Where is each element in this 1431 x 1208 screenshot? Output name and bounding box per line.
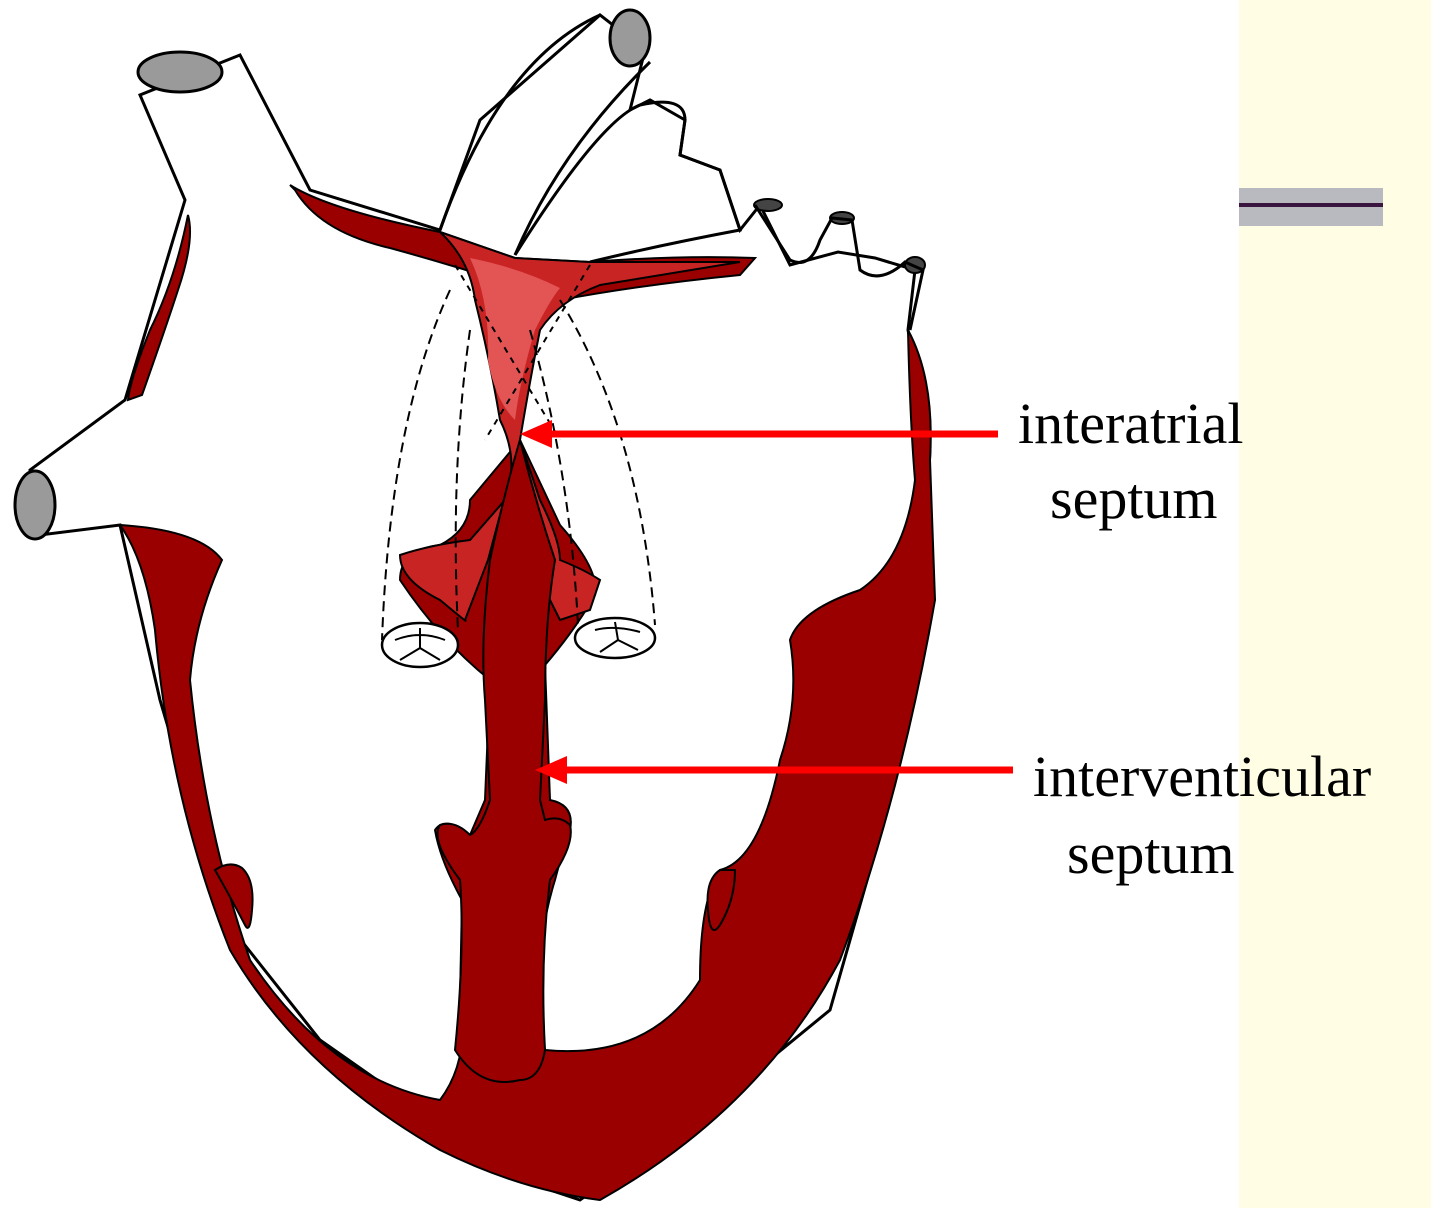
interatrial-label-line1: interatrial: [1018, 395, 1243, 453]
interatrial-label-line2: septum: [1050, 470, 1218, 528]
interventricular-label-line1: interventicular: [1033, 748, 1371, 806]
interventricular-label-line2: septum: [1067, 825, 1235, 883]
ivc-opening: [15, 471, 55, 539]
svc-opening: [138, 52, 222, 92]
aorta-opening: [610, 10, 650, 66]
